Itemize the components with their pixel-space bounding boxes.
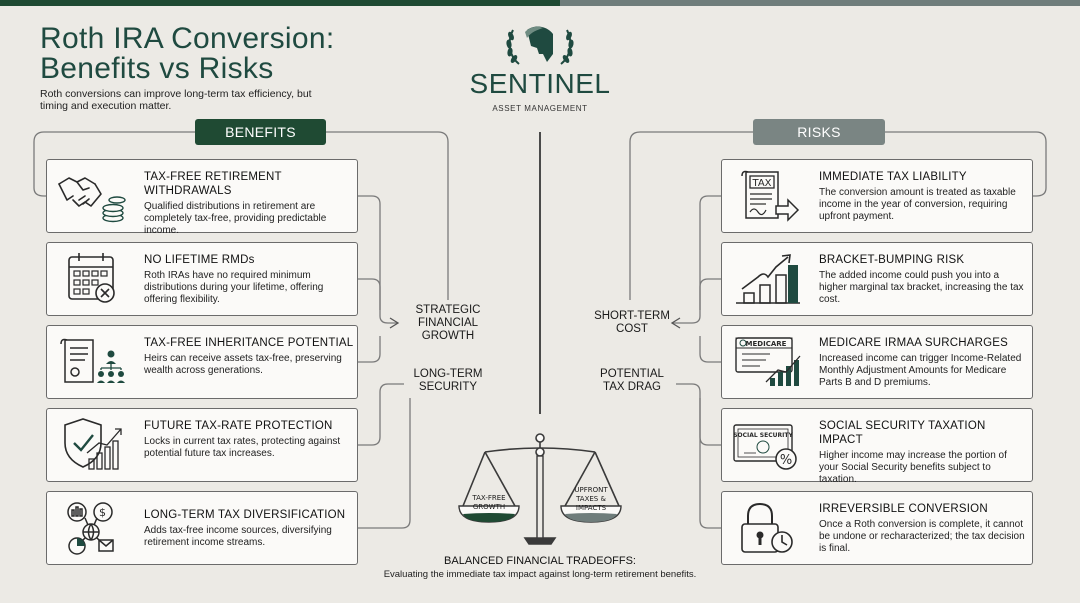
shield-check-chart-icon bbox=[64, 418, 122, 470]
benefits-header: BENEFITS bbox=[195, 119, 326, 145]
risk-body: The conversion amount is treated as taxa… bbox=[819, 187, 1016, 222]
risk-heading: IMMEDIATE TAX LIABILITY bbox=[819, 171, 967, 183]
right-pan-label-2: TAXES & bbox=[575, 495, 606, 503]
top-accent-bar bbox=[0, 0, 1080, 6]
risk-heading: MEDICARE IRMAA SURCHARGES bbox=[819, 337, 1009, 349]
center-divider bbox=[539, 132, 541, 414]
risk-body: Higher income may increase the portion o… bbox=[819, 450, 1007, 485]
left-pan-label-1: TAX-FREE bbox=[471, 494, 505, 502]
benefit-body: Locks in current tax rates, protecting a… bbox=[144, 436, 341, 459]
risk-card-bracket-bumping: BRACKET-BUMPING RISK The added income co… bbox=[721, 242, 1033, 316]
handshake-coins-icon bbox=[58, 177, 126, 223]
tax-doc-text: TAX bbox=[751, 178, 771, 189]
benefit-card-inheritance: TAX-FREE INHERITANCE POTENTIAL Heirs can… bbox=[46, 325, 358, 399]
risks-header: RISKS bbox=[753, 119, 885, 145]
bracket-bars-icon bbox=[736, 254, 800, 304]
benefit-heading: NO LIFETIME RMDs bbox=[144, 254, 255, 266]
svg-text:%: % bbox=[780, 453, 792, 468]
inheritance-tree-icon bbox=[60, 338, 125, 383]
benefit-body: Adds tax-free income sources, diversifyi… bbox=[144, 525, 332, 548]
risk-heading: IRREVERSIBLE CONVERSION bbox=[819, 503, 988, 515]
right-pan-label-3: IMPACTS bbox=[576, 504, 607, 512]
strategic-growth-label: STRATEGIC FINANCIAL GROWTH bbox=[415, 304, 481, 342]
page-title: Roth IRA Conversion: Benefits vs Risks bbox=[40, 22, 335, 85]
benefit-heading: LONG-TERM TAX DIVERSIFICATION bbox=[144, 509, 346, 521]
benefit-card-diversification: $ LONG-TERM TAX DIVERSIFICATION Adds tax… bbox=[46, 491, 358, 565]
short-term-cost-label: SHORT-TERM COST bbox=[594, 310, 670, 335]
calendar-x-icon bbox=[68, 253, 115, 303]
benefit-card-tax-rate-protection: FUTURE TAX-RATE PROTECTION Locks in curr… bbox=[46, 408, 358, 482]
page-subtitle: Roth conversions can improve long-term t… bbox=[40, 88, 312, 112]
svg-text:$: $ bbox=[99, 506, 106, 519]
risk-card-medicare-irmaa: MEDICARE MEDICARE IRMAA SURCHARGES Incre… bbox=[721, 325, 1033, 399]
risk-body: The added income could push you into a h… bbox=[819, 270, 1024, 305]
risk-body: Once a Roth conversion is complete, it c… bbox=[819, 519, 1025, 554]
medicare-card-icon: MEDICARE bbox=[735, 337, 801, 386]
benefit-heading: FUTURE TAX-RATE PROTECTION bbox=[144, 420, 333, 432]
logo-tagline: ASSET MANAGEMENT bbox=[492, 104, 588, 113]
tax-document-icon: TAX bbox=[741, 170, 800, 222]
logo-name: SENTINEL bbox=[469, 68, 611, 99]
sentinel-logo: SENTINEL ASSET MANAGEMENT bbox=[465, 24, 615, 113]
spartan-helmet-laurel-icon bbox=[506, 26, 574, 65]
social-security-card-icon: SOCIAL SECURITY % bbox=[733, 424, 797, 470]
social-security-card-text: SOCIAL SECURITY bbox=[733, 432, 793, 439]
benefit-card-no-rmds: NO LIFETIME RMDs Roth IRAs have no requi… bbox=[46, 242, 358, 316]
benefit-body: Heirs can receive assets tax-free, prese… bbox=[144, 353, 342, 376]
benefit-body: Roth IRAs have no required minimum distr… bbox=[144, 270, 324, 305]
risk-heading: BRACKET-BUMPING RISK bbox=[819, 254, 965, 266]
left-pan-label-2: GROWTH bbox=[473, 503, 505, 511]
balance-scale-icon: TAX-FREE GROWTH UPFRONT TAXES & IMPACTS bbox=[458, 433, 622, 545]
benefit-card-tax-free-withdrawals: TAX-FREE RETIREMENT WITHDRAWALS Qualifie… bbox=[46, 159, 358, 236]
benefit-heading: TAX-FREE RETIREMENT WITHDRAWALS bbox=[144, 171, 282, 197]
footer-subtitle: Evaluating the immediate tax impact agai… bbox=[383, 569, 697, 580]
medicare-card-text: MEDICARE bbox=[746, 340, 787, 348]
risk-heading: SOCIAL SECURITY TAXATION IMPACT bbox=[819, 420, 986, 446]
risk-body: Increased income can trigger Income-Rela… bbox=[819, 353, 1022, 388]
risk-card-social-security: SOCIAL SECURITY % SOCIAL SECURITY TAXATI… bbox=[721, 408, 1033, 485]
long-term-security-label: LONG-TERM SECURITY bbox=[413, 368, 483, 393]
benefit-heading: TAX-FREE INHERITANCE POTENTIAL bbox=[144, 337, 354, 349]
risk-card-irreversible: IRREVERSIBLE CONVERSION Once a Roth conv… bbox=[721, 491, 1033, 565]
padlock-clock-icon bbox=[741, 502, 793, 553]
potential-tax-drag-label: POTENTIAL TAX DRAG bbox=[600, 368, 664, 393]
right-pan-label-1: UPFRONT bbox=[574, 486, 608, 494]
diversification-icon: $ bbox=[67, 502, 114, 555]
footer-title: BALANCED FINANCIAL TRADEOFFS: bbox=[444, 555, 636, 567]
risk-card-immediate-tax: TAX IMMEDIATE TAX LIABILITY The conversi… bbox=[721, 159, 1033, 233]
benefit-body: Qualified distributions in retirement ar… bbox=[144, 201, 327, 236]
